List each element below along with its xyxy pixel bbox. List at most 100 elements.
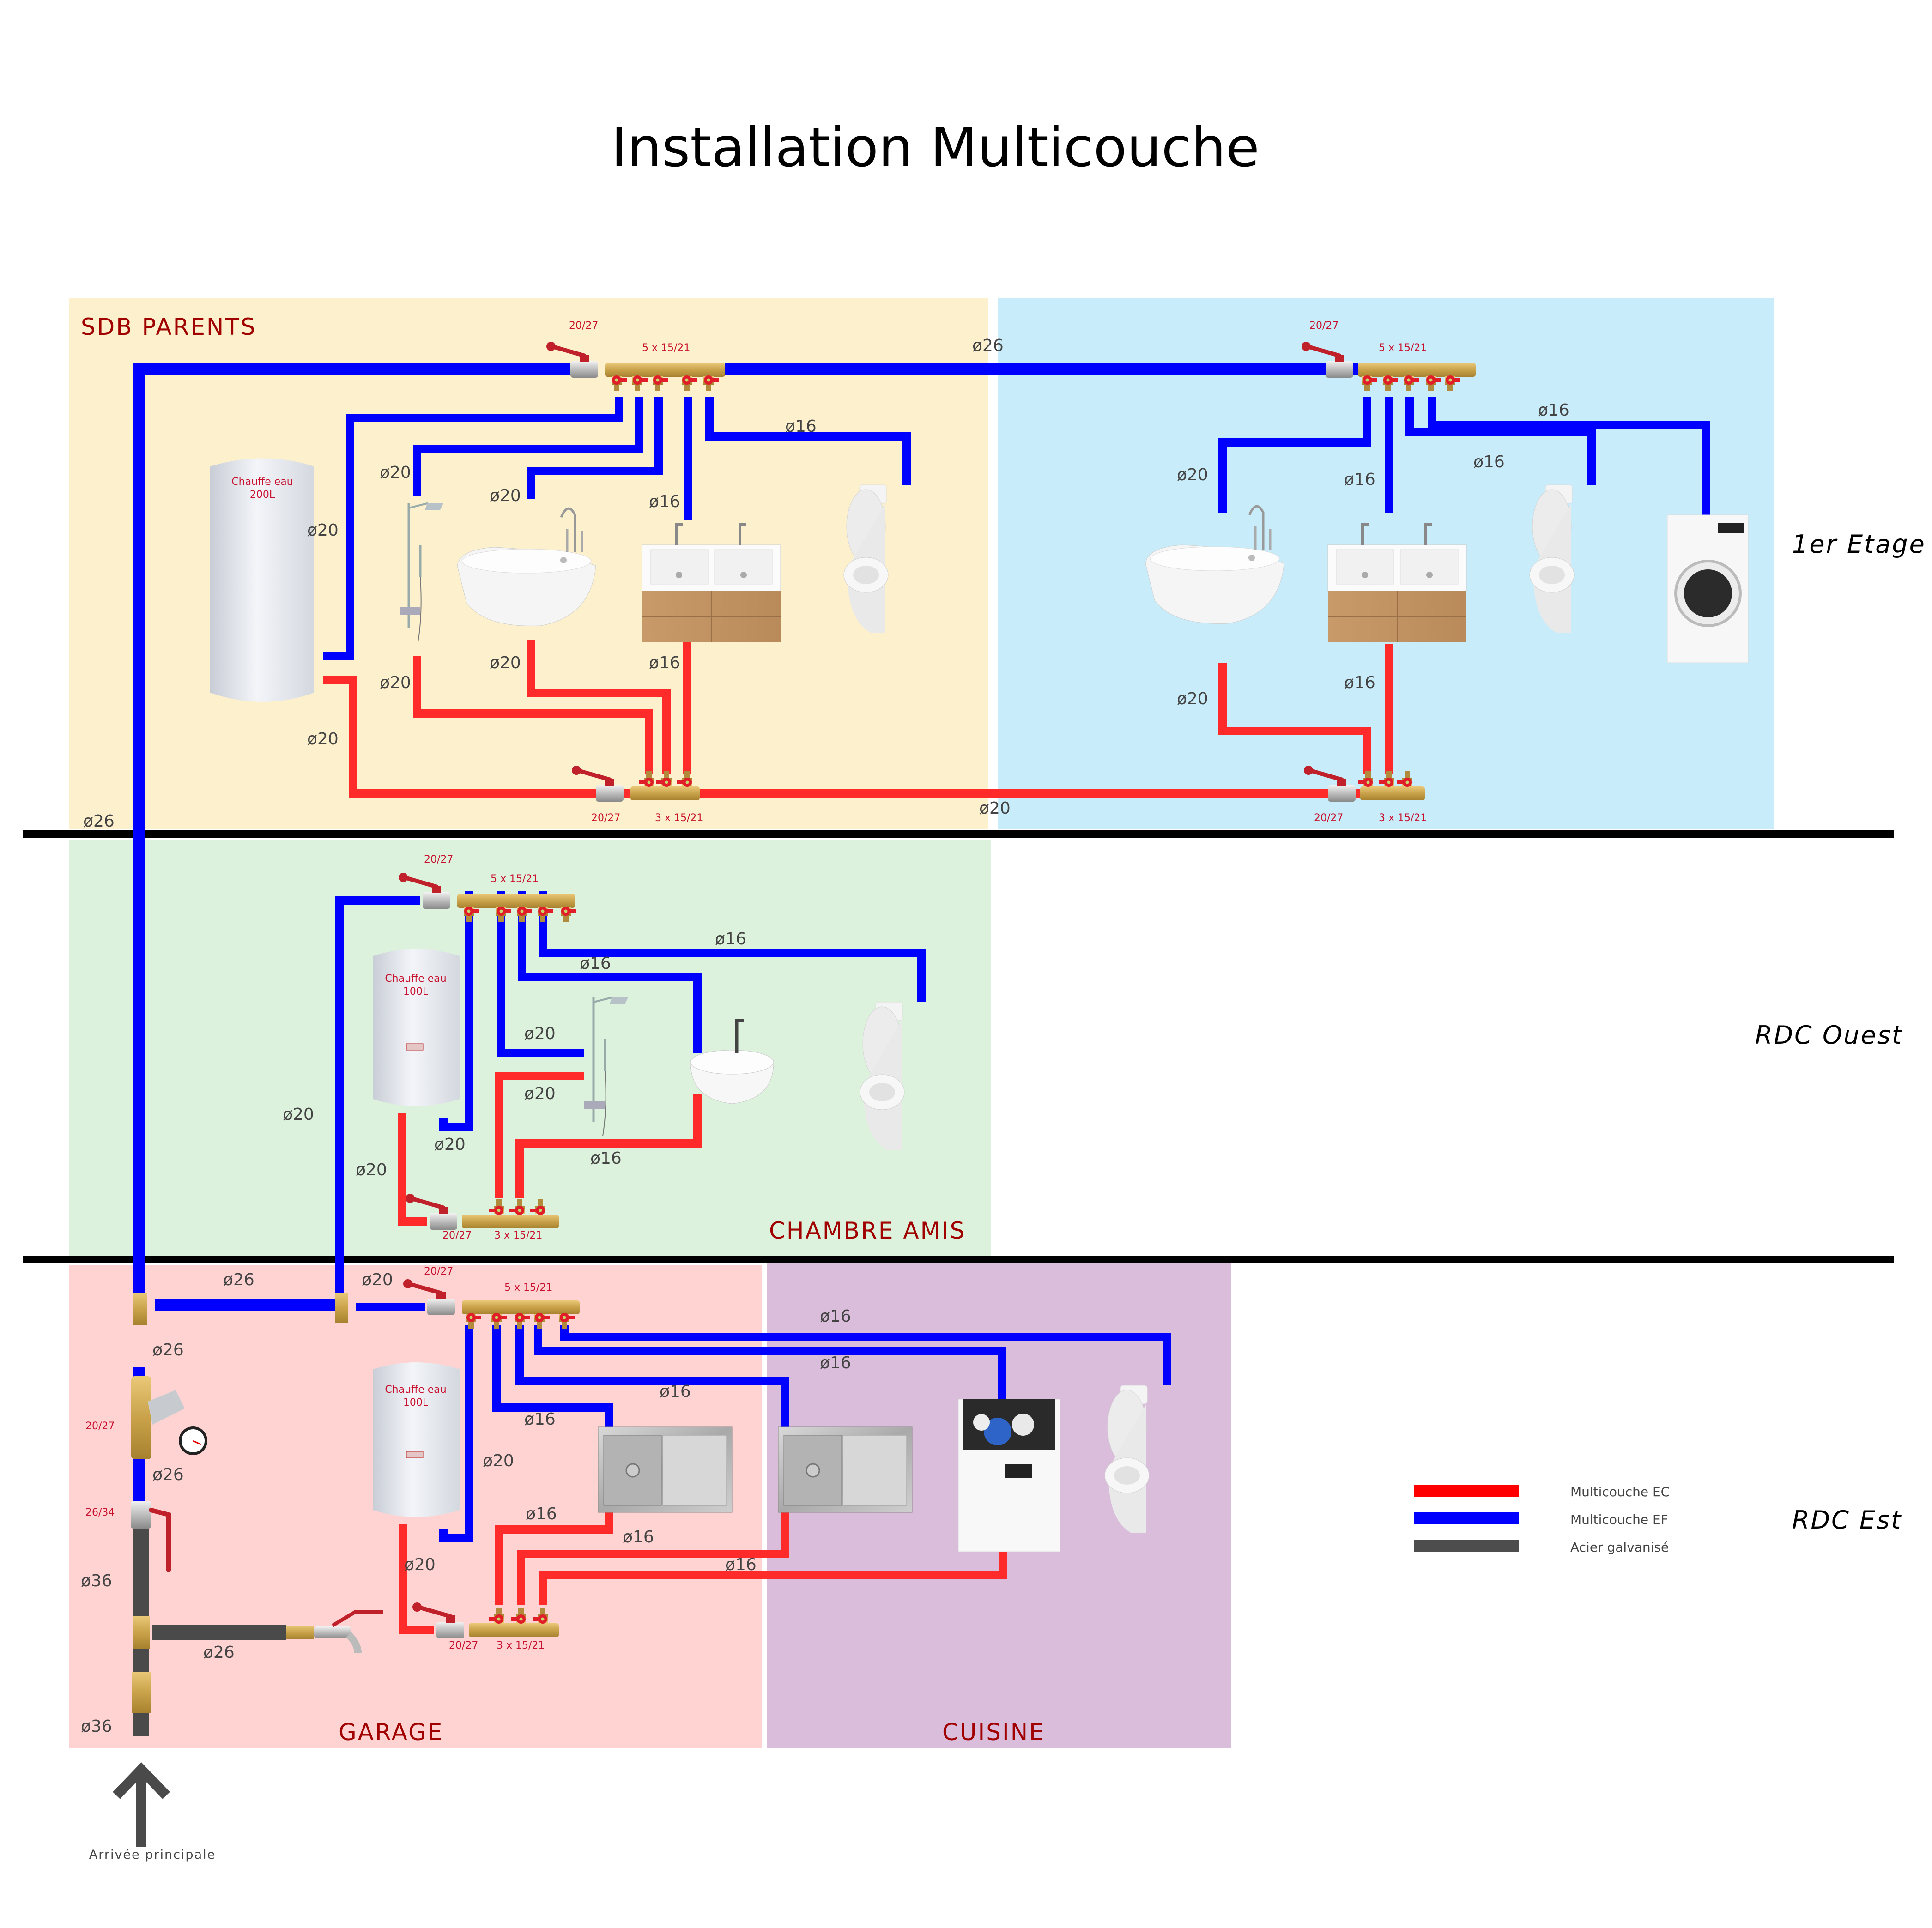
- pipe-ef-dishwasher: [534, 1325, 1006, 1399]
- diameter-label: ø16: [1473, 453, 1505, 471]
- room-label-sdb-parents: SDB PARENTS: [81, 314, 257, 340]
- pipe-ef-sink-cuisine: [515, 1325, 789, 1428]
- manifold-etage-hot[interactable]: [1304, 766, 1425, 802]
- pressure-reducer[interactable]: [131, 1376, 207, 1459]
- diameter-label: ø16: [785, 417, 817, 436]
- pipe-ec-sink-ouest: [515, 1094, 702, 1198]
- manifold-sdb-cold[interactable]: [546, 342, 725, 391]
- legend-swatch-galvanise: [1414, 1540, 1519, 1552]
- diameter-label: ø16: [1538, 401, 1569, 420]
- manifold-size-label: 3 x 15/21: [497, 1640, 545, 1651]
- diameter-label: ø20: [490, 486, 521, 505]
- valve-size-label: 20/27: [442, 1230, 472, 1241]
- tee-fitting: [133, 1616, 150, 1649]
- pipe-ef-main-riser: [133, 363, 573, 1293]
- legend-swatch-ec: [1414, 1485, 1519, 1497]
- washing-machine-icon: [1667, 515, 1748, 663]
- manifold-size-label: 5 x 15/21: [491, 873, 539, 885]
- diameter-label: ø36: [81, 1571, 112, 1590]
- svg-text:Chauffe eau: Chauffe eau: [385, 973, 446, 985]
- fitting-labels: 20/27 5 x 15/21 20/27 5 x 15/21 20/27 3 …: [85, 320, 1427, 1651]
- pipe-ec-sink-garage: [495, 1506, 613, 1605]
- diameter-label: ø16: [526, 1505, 557, 1523]
- manifold-size-label: 3 x 15/21: [655, 812, 703, 824]
- svg-text:200L: 200L: [250, 489, 275, 501]
- legend-label-ef: Multicouche EF: [1570, 1512, 1668, 1527]
- diameter-label: ø16: [715, 930, 746, 949]
- diameter-label: ø20: [307, 730, 339, 749]
- pipe-ef-heater-200: [323, 397, 623, 660]
- legend-label-galvanise: Acier galvanisé: [1570, 1540, 1669, 1555]
- diameter-label: ø20: [524, 1084, 556, 1103]
- valve-size-label: 20/27: [1314, 812, 1343, 824]
- room-label-chambre-amis: CHAMBRE AMIS: [769, 1217, 966, 1244]
- diameter-label: ø36: [81, 1717, 112, 1736]
- legend-swatch-ef: [1414, 1512, 1519, 1524]
- valve-size-label: 20/27: [449, 1640, 478, 1651]
- floor-label-rdc-ouest: RDC Ouest: [1755, 1021, 1903, 1050]
- diameter-label: ø26: [152, 1341, 184, 1360]
- diameter-label: ø26: [152, 1465, 184, 1484]
- pipe-ef-bathtub-2: [1218, 397, 1371, 513]
- outdoor-tap[interactable]: [286, 1610, 383, 1654]
- room-label-cuisine: CUISINE: [942, 1719, 1045, 1746]
- reducer-size-label: 20/27: [85, 1420, 115, 1432]
- manifold-est-cold[interactable]: [403, 1279, 580, 1329]
- pipe-ef-washer: [1428, 397, 1710, 515]
- diameter-label: ø16: [660, 1382, 691, 1401]
- manifold-sdb-hot[interactable]: [572, 766, 700, 802]
- diameter-label: ø20: [283, 1105, 314, 1124]
- kitchen-sink-icon: [597, 1426, 733, 1513]
- diameter-label: ø20: [434, 1135, 466, 1154]
- legend-label-ec: Multicouche EC: [1570, 1484, 1670, 1499]
- tee-fitting: [335, 1293, 348, 1323]
- pipe-ef-heater-est: [439, 1325, 473, 1542]
- pipe-ec-sink-cuisine: [517, 1506, 789, 1605]
- manifold-etage-cold[interactable]: [1302, 342, 1476, 391]
- diameter-label: ø26: [203, 1643, 235, 1662]
- page-title: Installation Multicouche: [611, 115, 1260, 179]
- pipe-ec-bathtub: [527, 640, 671, 774]
- manifold-ouest-hot[interactable]: [406, 1194, 559, 1230]
- pipes-cold: [133, 363, 1710, 1542]
- manifold-size-label: 5 x 15/21: [1379, 342, 1427, 354]
- diameter-label: ø16: [820, 1354, 851, 1372]
- pipe-ef-shower-ouest: [497, 891, 584, 1057]
- floor-divider-lower: [23, 1256, 1894, 1263]
- pipe-ec-heater-est: [399, 1524, 434, 1634]
- check-valve: [132, 1672, 151, 1713]
- water-heater-100l-ouest: Chauffe eau 100L: [373, 949, 460, 1106]
- room-label-garage: GARAGE: [339, 1719, 443, 1746]
- water-heater-100l-est: Chauffe eau 100L: [373, 1362, 460, 1517]
- manifold-size-label: 3 x 15/21: [1379, 812, 1427, 824]
- diameter-label: ø20: [979, 799, 1011, 818]
- diameter-label: ø20: [524, 1024, 556, 1043]
- legend: Multicouche EC Multicouche EF Acier galv…: [1414, 1484, 1670, 1555]
- main-valve[interactable]: [131, 1501, 171, 1572]
- diameter-label: ø16: [590, 1149, 622, 1168]
- pipes-hot: [323, 640, 1393, 1634]
- floor-label-rdc-est: RDC Est: [1792, 1505, 1902, 1535]
- pipe-ef-bathtub: [527, 397, 663, 499]
- diameter-label: ø16: [1344, 470, 1375, 489]
- kitchen-sink-icon: [777, 1426, 913, 1513]
- manifold-size-label: 3 x 15/21: [494, 1230, 542, 1241]
- valve-size-label: 20/27: [591, 812, 620, 824]
- diameter-label: ø20: [380, 463, 411, 482]
- arrival-label: Arrivée principale: [89, 1848, 216, 1862]
- svg-text:100L: 100L: [403, 986, 429, 997]
- manifold-ouest-cold[interactable]: [399, 873, 576, 922]
- pipe-ec-bathtub-2: [1218, 663, 1371, 774]
- diameter-label: ø20: [380, 673, 411, 692]
- floor-label-etage: 1er Etage: [1792, 530, 1926, 559]
- water-heater-200l: Chauffe eau 200L: [210, 458, 314, 702]
- pipe-ec-shower: [413, 656, 653, 774]
- manifold-est-hot[interactable]: [412, 1602, 559, 1638]
- diameter-label: ø16: [649, 492, 680, 511]
- pipe-ef-sink-garage: [492, 1325, 613, 1428]
- diameter-label: ø26: [83, 812, 115, 831]
- pipe-ec-shower-ouest: [495, 1072, 584, 1198]
- diameter-labels: ø26 ø26 ø16 ø20 ø20 ø20 ø16 ø20 ø16 ø20 …: [81, 336, 1569, 1736]
- svg-text:100L: 100L: [403, 1397, 429, 1408]
- arrow-up-icon: [113, 1762, 170, 1847]
